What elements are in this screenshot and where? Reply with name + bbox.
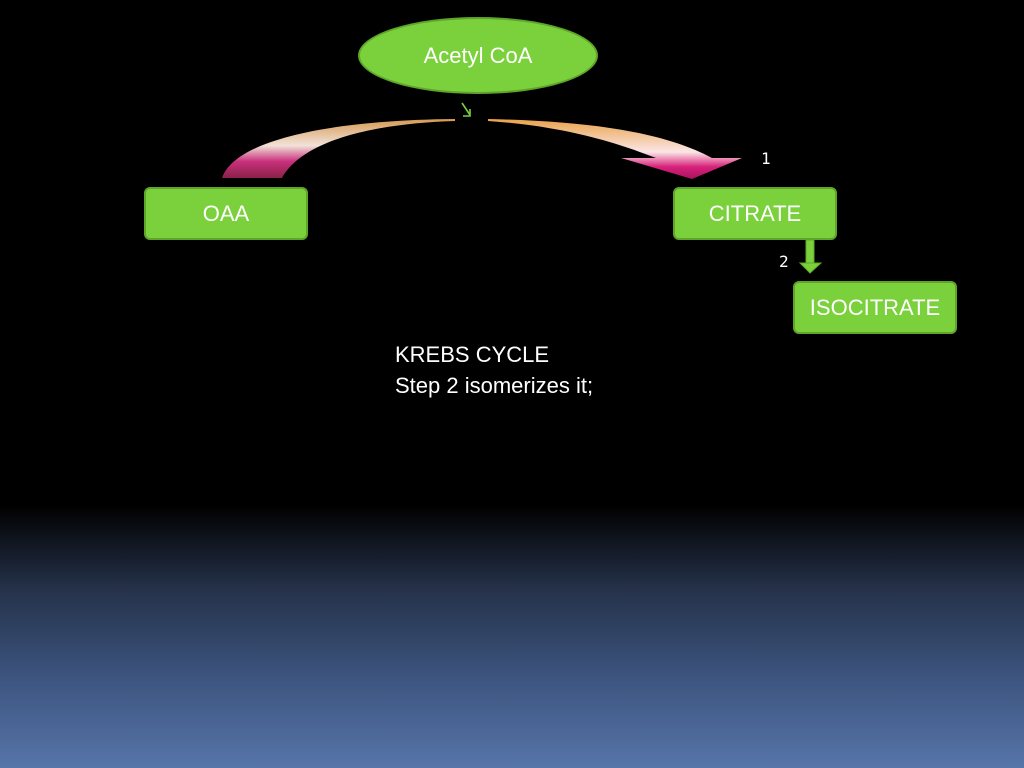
citrate-label: CITRATE [708, 200, 802, 226]
isocitrate-label: ISOCITRATE [809, 294, 941, 320]
step-1-label: 1 [761, 149, 771, 168]
isocitrate-node: ISOCITRATE [793, 281, 957, 334]
oaa-node: OAA [144, 187, 308, 240]
citrate-node: CITRATE [673, 187, 837, 240]
arc-center-to-citrate [488, 119, 742, 179]
step-2-label: 2 [779, 252, 789, 271]
arc-oaa-to-center [222, 119, 455, 178]
caption: KREBS CYCLE Step 2 isomerizes it; [395, 339, 593, 401]
acetyl-coa-node: Acetyl CoA [358, 17, 598, 94]
step2-arrow [798, 239, 823, 274]
caption-title: KREBS CYCLE [395, 342, 550, 367]
acetyl-input-arrow [461, 102, 471, 117]
oaa-label: OAA [202, 200, 250, 226]
acetyl-coa-label: Acetyl CoA [423, 42, 533, 68]
caption-text: Step 2 isomerizes it; [395, 373, 594, 398]
